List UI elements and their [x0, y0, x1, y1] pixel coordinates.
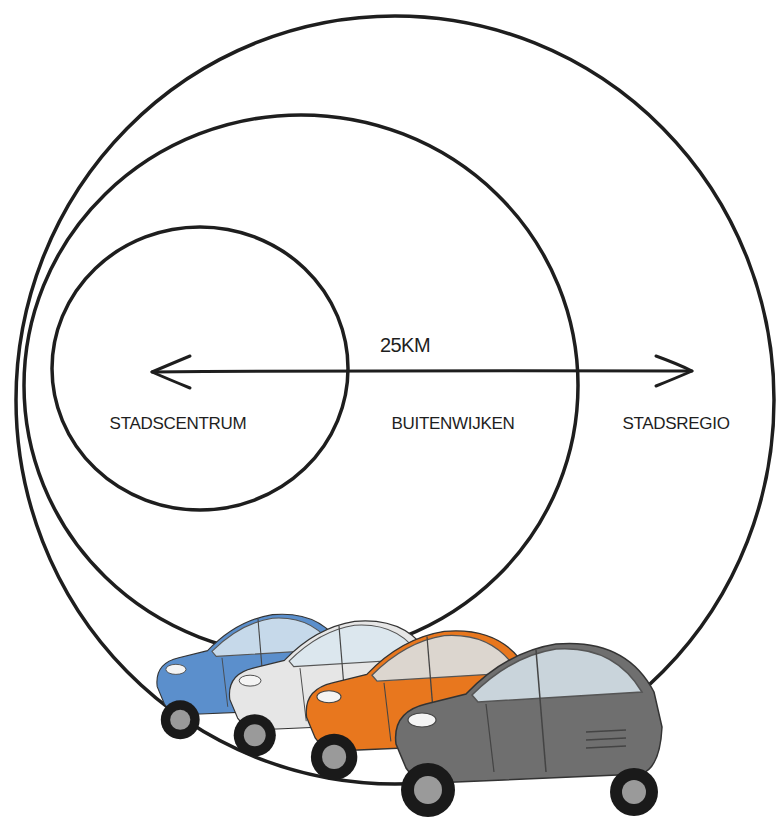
circle-outline — [22, 113, 580, 658]
zone-label: BUITENWIJKEN — [392, 414, 515, 434]
centre-circle: STADSCENTRUM — [50, 225, 350, 512]
zone-label: STADSREGIO — [622, 414, 729, 434]
circle-outline — [50, 225, 350, 512]
distance-label: 25KM — [380, 334, 430, 357]
suburb-circle: BUITENWIJKEN STADSCENTRUM — [22, 113, 580, 658]
zone-label: STADSCENTRUM — [110, 414, 247, 434]
